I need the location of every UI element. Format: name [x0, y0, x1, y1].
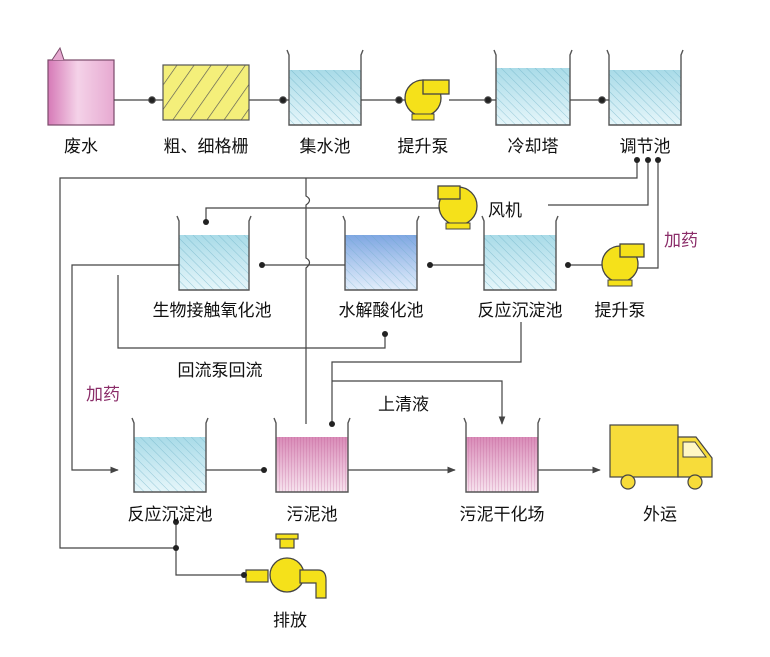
- label-return-pump: 回流泵回流: [177, 361, 263, 381]
- reaction-settling-tank-1: [481, 215, 559, 291]
- label-dosing-2: 加药: [86, 385, 120, 405]
- hydrolysis-tank: [342, 215, 420, 291]
- cooling-tower: [493, 49, 573, 126]
- sludge-drying-yard: [463, 417, 541, 493]
- label-reaction-settling-tank-1: 反应沉淀池: [477, 301, 563, 321]
- pipe-junction-dots: [173, 157, 661, 578]
- label-screens: 粗、细格栅: [163, 137, 249, 157]
- label-wastewater: 废水: [64, 137, 98, 157]
- pipes: [59, 160, 659, 576]
- label-sludge-drying-yard: 污泥干化场: [459, 505, 545, 525]
- screen-grate: [162, 64, 250, 121]
- label-supernatant: 上清液: [378, 395, 429, 415]
- label-lift-pump-2: 提升泵: [594, 301, 646, 321]
- label-collection-tank: 集水池: [299, 137, 351, 157]
- truck-icon: [609, 424, 713, 490]
- lift-pump-1-icon: [404, 79, 450, 121]
- label-cooling-tower: 冷却塔: [507, 137, 559, 157]
- collection-tank: [286, 49, 364, 126]
- top-connectors: [114, 96, 609, 104]
- label-equalization-tank: 调节池: [619, 137, 671, 157]
- lift-pump-2-icon: [601, 243, 645, 287]
- label-hydrolysis-tank: 水解酸化池: [338, 301, 424, 321]
- wastewater-box: [47, 46, 115, 126]
- sludge-tank: [273, 417, 351, 493]
- reaction-settling-tank-2: [131, 417, 209, 493]
- equalization-tank: [606, 49, 684, 126]
- discharge-valve-icon: [245, 533, 327, 599]
- contact-oxidation-tank: [176, 215, 252, 291]
- label-contact-oxidation-tank: 生物接触氧化池: [152, 301, 272, 321]
- label-sludge-tank: 污泥池: [286, 505, 338, 525]
- blower-icon: [437, 185, 478, 230]
- label-lift-pump-1: 提升泵: [397, 137, 449, 157]
- label-transport-out: 外运: [643, 505, 677, 525]
- label-discharge: 排放: [273, 611, 307, 631]
- label-reaction-settling-tank-2: 反应沉淀池: [127, 505, 213, 525]
- label-dosing-1: 加药: [664, 231, 698, 251]
- label-blower: 风机: [488, 201, 522, 221]
